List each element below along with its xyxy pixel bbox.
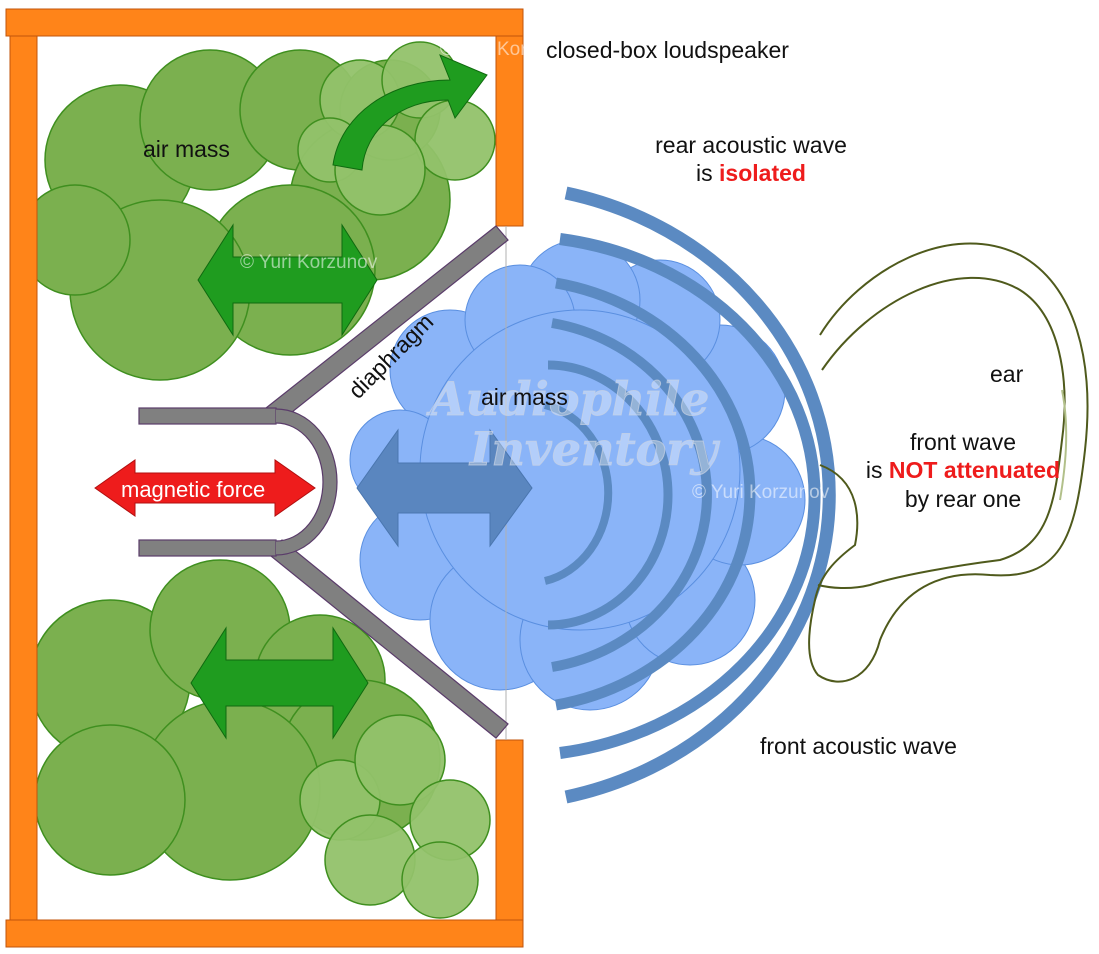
wave-arc-1 bbox=[564, 186, 836, 804]
diagram-title: closed-box loudspeaker bbox=[546, 37, 789, 63]
curved-arrow-icon bbox=[332, 54, 488, 171]
rear-wave-status: is isolated bbox=[696, 160, 806, 186]
voice-coil-upper bbox=[138, 407, 277, 425]
front-air-mass-cloud bbox=[349, 239, 806, 711]
copyright-watermark: © Yuri Korzunov bbox=[240, 252, 378, 273]
box-air-mass-clouds bbox=[37, 41, 496, 919]
copyright-watermark: © Yuri Korzunov bbox=[692, 482, 830, 503]
dust-cap bbox=[275, 409, 337, 555]
wave-arc-3 bbox=[555, 277, 756, 711]
double-arrow-icon bbox=[356, 428, 533, 548]
ear-label: ear bbox=[990, 361, 1024, 387]
rear-wave-label: rear acoustic wave bbox=[655, 132, 847, 158]
front-wave-note: by rear one bbox=[905, 486, 1021, 512]
enclosure-front-lower-wall bbox=[495, 739, 524, 921]
voice-coil-lower bbox=[138, 539, 277, 557]
magnetic-force-arrow bbox=[94, 459, 316, 517]
double-arrow-icon bbox=[190, 626, 369, 740]
enclosure bbox=[5, 8, 524, 948]
wave-arc-4 bbox=[551, 318, 712, 672]
copyright-watermark: © Yuri Korzunov bbox=[440, 39, 578, 60]
logo-watermark: Audiophile bbox=[426, 372, 709, 426]
enclosure-top-wall bbox=[5, 8, 524, 37]
driver bbox=[138, 225, 509, 739]
wave-arc-2 bbox=[559, 233, 821, 759]
air-mass-front-label: air mass bbox=[481, 384, 568, 410]
air-mass-box-label: air mass bbox=[143, 136, 230, 162]
logo-watermark: Inventory bbox=[468, 422, 721, 476]
double-arrow-icon bbox=[197, 223, 378, 337]
wave-arc-5 bbox=[547, 360, 673, 630]
front-wave-label: front wave bbox=[910, 429, 1016, 455]
front-acoustic-wave-arcs bbox=[544, 186, 836, 804]
enclosure-front-upper-wall bbox=[495, 35, 524, 227]
wave-arc-6 bbox=[544, 401, 613, 585]
front-acoustic-wave-label: front acoustic wave bbox=[760, 733, 957, 759]
front-wave-status: is NOT attenuated bbox=[866, 457, 1060, 483]
enclosure-left-wall bbox=[9, 35, 38, 921]
ear-outline bbox=[808, 242, 1089, 683]
enclosure-bottom-wall bbox=[5, 919, 524, 948]
magnetic-force-label: magnetic force bbox=[121, 477, 265, 502]
